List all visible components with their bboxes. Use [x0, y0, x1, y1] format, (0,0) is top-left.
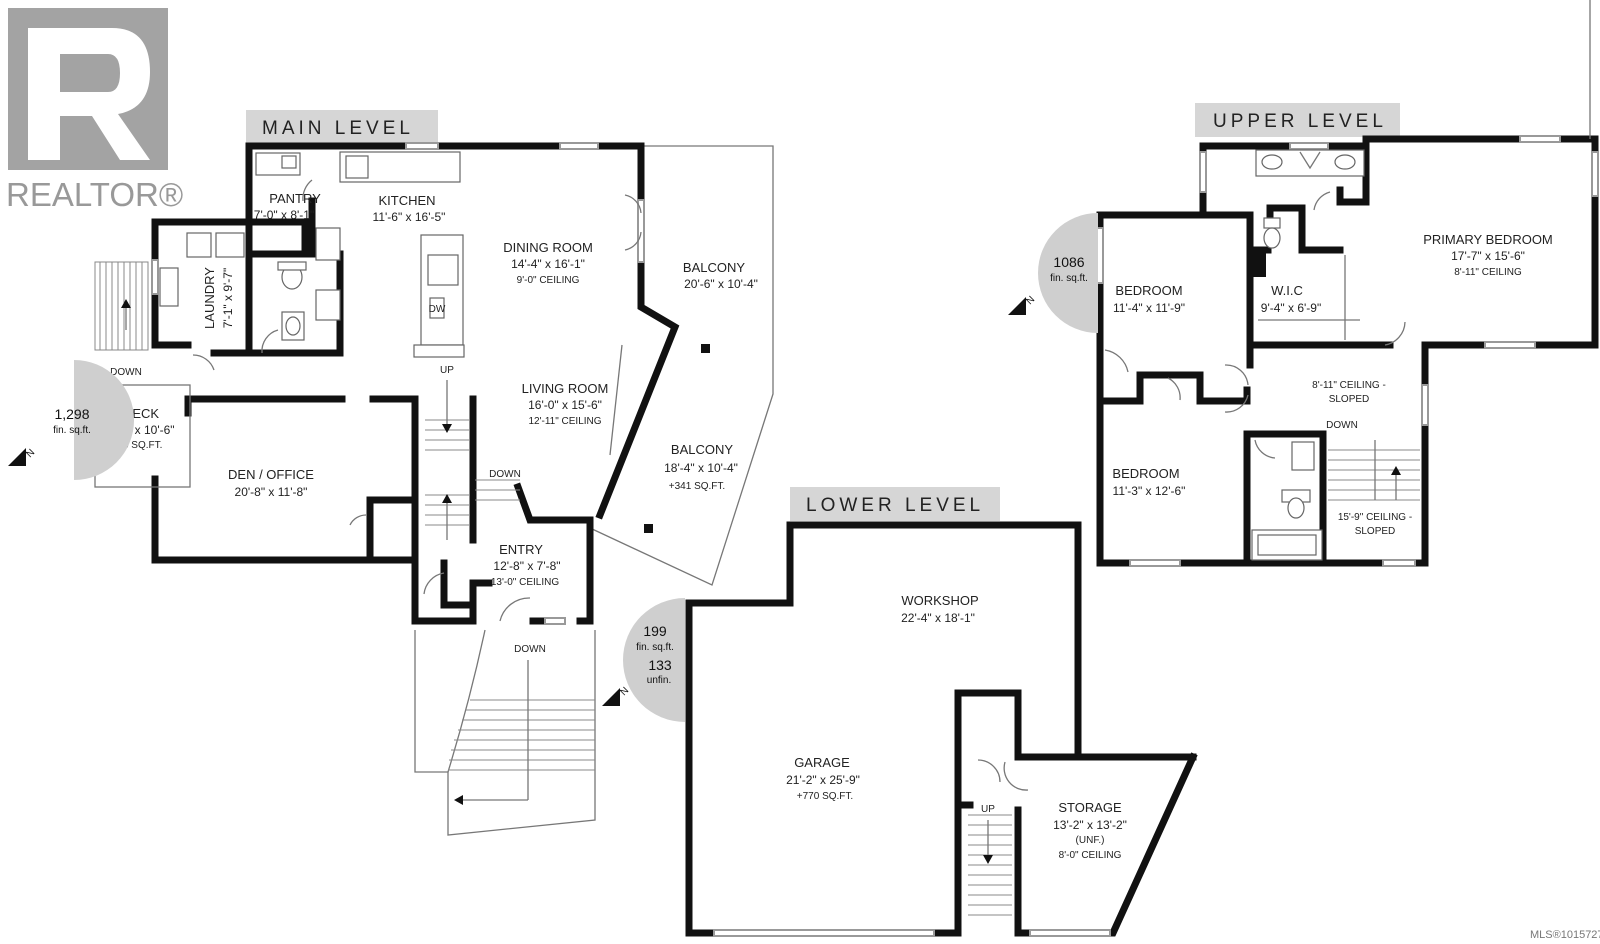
upper-level-north-label: N	[1024, 294, 1037, 307]
pantry-dims: 7'-0" x 8'-1"	[254, 208, 314, 222]
lower-level-title: LOWER LEVEL	[806, 495, 984, 516]
entry-dims: 12'-8" x 7'-8"	[493, 559, 560, 573]
main-level-area-badge: 1,298 fin. sq.ft. N	[8, 359, 135, 481]
upper-level: UPPER LEVEL	[1008, 103, 1599, 567]
entry-ceiling: 13'-0" CEILING	[491, 577, 559, 588]
upper-stair-down-label: DOWN	[1326, 420, 1358, 431]
den-office-dims: 20'-8" x 11'-8"	[235, 485, 308, 499]
hall-ceiling-label: 8'-11" CEILING -	[1312, 380, 1386, 391]
laundry-name: LAUNDRY	[202, 267, 217, 329]
dining-room-ceiling: 9'-0" CEILING	[517, 275, 580, 286]
living-room-dims: 16'-0" x 15'-6"	[528, 398, 602, 412]
main-level-area-value: 1,298	[54, 406, 89, 422]
lower-level-area-badge: 199 fin. sq.ft. 133 unfin. N	[602, 598, 685, 722]
entry-stair-down-label: DOWN	[514, 644, 546, 655]
hall-ceiling-sloped: SLOPED	[1329, 394, 1370, 405]
laundry-dims: 7'-1" x 9'-7"	[221, 268, 235, 328]
garage-dims: 21'-2" x 25'-9"	[786, 773, 860, 787]
entry-name: ENTRY	[499, 542, 543, 557]
stair-ceiling-sloped: SLOPED	[1355, 526, 1396, 537]
balcony-upper-dims: 20'-6" x 10'-4"	[684, 277, 758, 291]
upper-level-area-value: 1086	[1053, 254, 1084, 270]
wic-name: W.I.C	[1271, 283, 1303, 298]
balcony-lower-dims: 18'-4" x 10'-4"	[664, 461, 738, 475]
pantry-name: PANTRY	[269, 191, 321, 206]
realtor-logo: REALTOR®	[6, 8, 183, 213]
north-arrow-icon	[1008, 297, 1026, 315]
lower-stair-up-label: UP	[981, 804, 995, 815]
lower-level-area-value: 199	[643, 623, 667, 639]
bedroom-2-dims: 11'-3" x 12'-6"	[1113, 484, 1186, 498]
upper-level-area-badge: 1086 fin. sq.ft. N	[1008, 213, 1098, 333]
balcony-lower-name: BALCONY	[671, 442, 733, 457]
storage-unfinished: (UNF.)	[1076, 835, 1105, 846]
north-arrow-icon	[8, 448, 26, 466]
main-level: MAIN LEVEL	[8, 110, 774, 836]
kitchen-name: KITCHEN	[378, 193, 435, 208]
lower-level-unfinished-value: 133	[648, 657, 672, 673]
lower-level-unfinished-unit: unfin.	[647, 675, 671, 686]
wic-dims: 9'-4" x 6'-9"	[1261, 301, 1321, 315]
dining-room-name: DINING ROOM	[503, 240, 593, 255]
workshop-name: WORKSHOP	[901, 593, 978, 608]
stair-down-label: DOWN	[489, 469, 521, 480]
workshop-dims: 22'-4" x 18'-1"	[901, 611, 975, 625]
main-level-label-bg	[246, 110, 438, 144]
bedroom-1-dims: 11'-4" x 11'-9"	[1113, 301, 1185, 315]
primary-bedroom-name: PRIMARY BEDROOM	[1423, 232, 1553, 247]
mls-number: MLS®1015727	[1530, 929, 1600, 941]
north-arrow-icon	[602, 688, 620, 706]
dining-room-dims: 14'-4" x 16'-1"	[511, 257, 585, 271]
stair-up-label: UP	[440, 365, 454, 376]
deck-stair-down-label: DOWN	[110, 367, 142, 378]
deck-area: +76 SQ.FT.	[112, 440, 163, 451]
main-level-north-label: N	[24, 447, 37, 460]
garage-area: +770 SQ.FT.	[797, 791, 853, 802]
lower-level: LOWER LEVEL UP WORKSHOP 22'-4" x 18'-1"	[602, 487, 1198, 937]
storage-ceiling: 8'-0" CEILING	[1059, 850, 1122, 861]
main-level-title: MAIN LEVEL	[262, 118, 414, 139]
bedroom-2-name: BEDROOM	[1112, 466, 1179, 481]
main-level-area-unit: fin. sq.ft.	[53, 425, 91, 436]
balcony-lower-area: +341 SQ.FT.	[669, 481, 725, 492]
balcony-upper-name: BALCONY	[683, 260, 745, 275]
garage-name: GARAGE	[794, 755, 850, 770]
dishwasher-label: DW	[429, 304, 446, 315]
storage-name: STORAGE	[1058, 800, 1122, 815]
realtor-logo-text: REALTOR®	[6, 176, 183, 213]
primary-bedroom-dims: 17'-7" x 15'-6"	[1451, 249, 1525, 263]
lower-level-area-unit: fin. sq.ft.	[636, 642, 674, 653]
den-office-name: DEN / OFFICE	[228, 467, 314, 482]
primary-bedroom-ceiling: 8'-11" CEILING	[1454, 267, 1522, 278]
living-room-ceiling: 12'-11" CEILING	[528, 416, 601, 427]
kitchen-dims: 11'-6" x 16'-5"	[373, 210, 446, 224]
upper-level-area-unit: fin. sq.ft.	[1050, 273, 1088, 284]
bedroom-1-name: BEDROOM	[1115, 283, 1182, 298]
living-room-name: LIVING ROOM	[522, 381, 609, 396]
stair-ceiling-label: 15'-9" CEILING -	[1338, 512, 1412, 523]
storage-dims: 13'-2" x 13'-2"	[1053, 818, 1127, 832]
lower-level-label-bg	[790, 487, 1000, 521]
upper-level-title: UPPER LEVEL	[1213, 111, 1387, 132]
upper-level-label-bg	[1195, 103, 1400, 137]
